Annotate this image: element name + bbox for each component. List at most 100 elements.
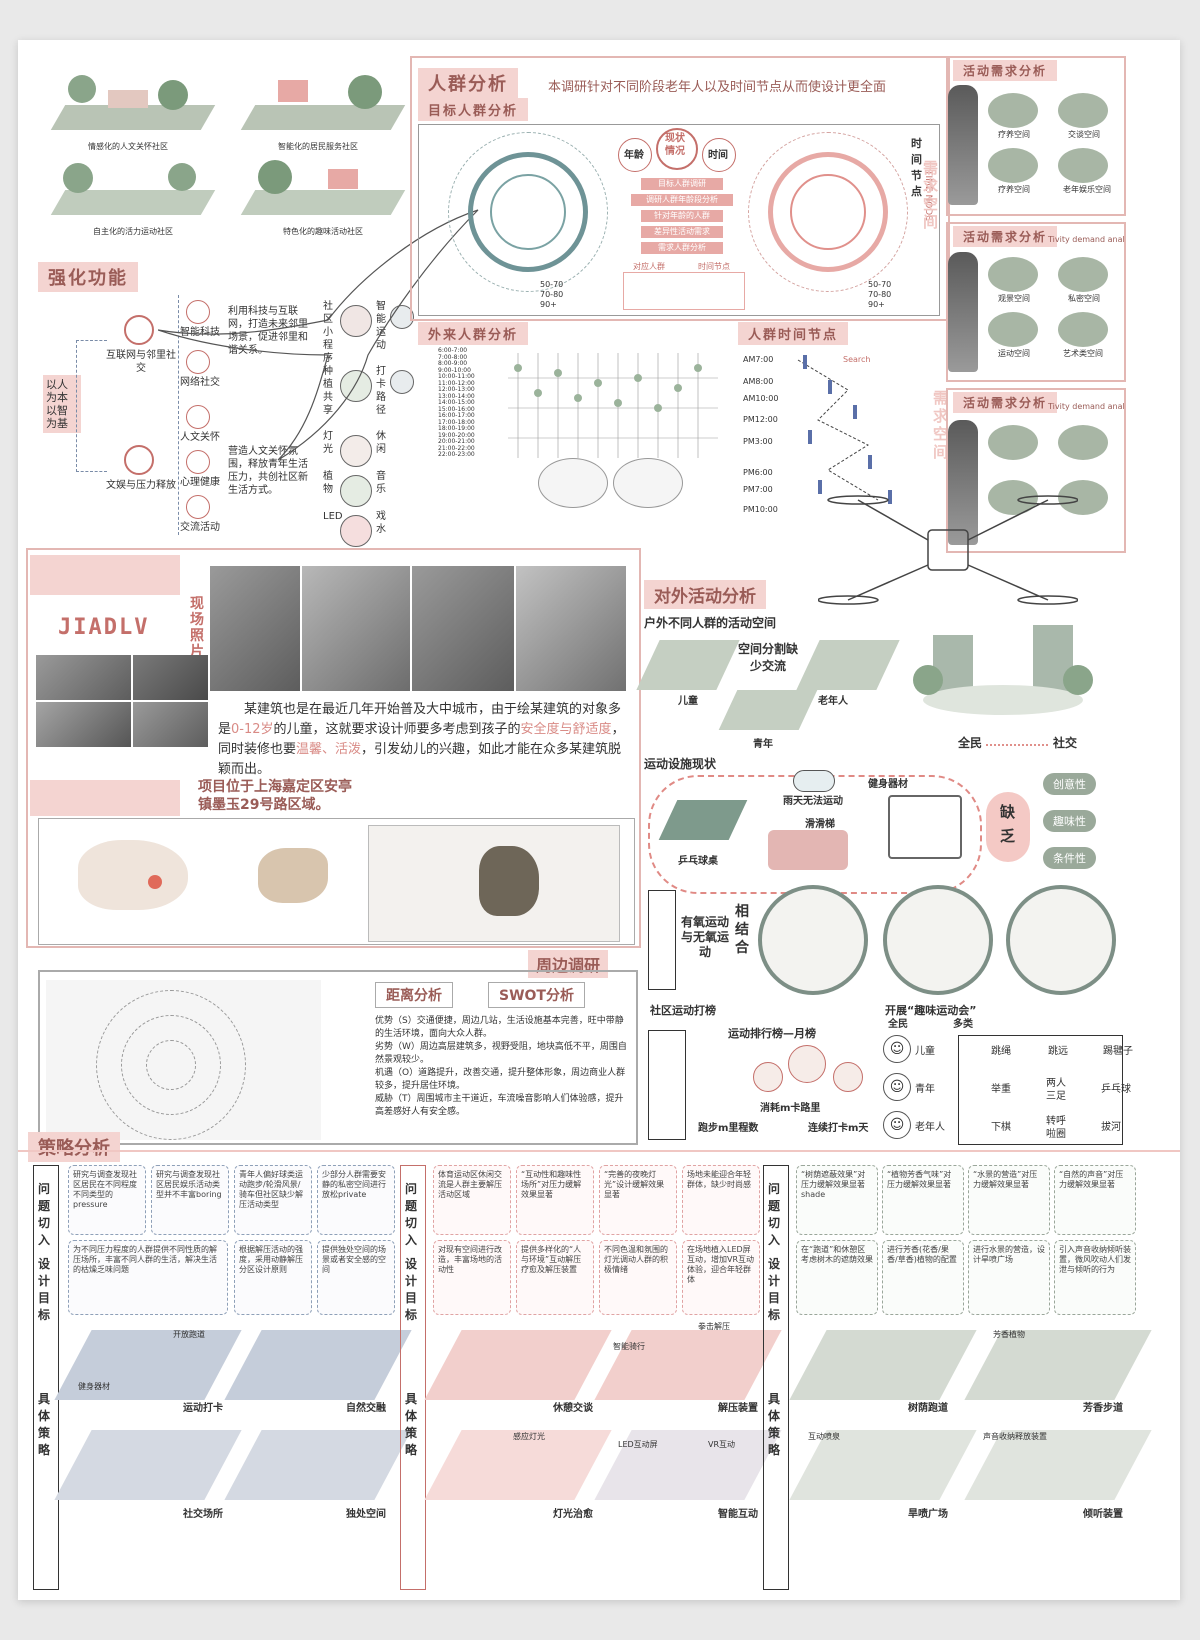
center-circle bbox=[656, 128, 698, 170]
fac-gym: 健身器材 bbox=[868, 779, 908, 790]
cloud-icon bbox=[793, 770, 835, 792]
col2-mid-4: 在场地植入LED屏互动，增加VR互动体验，迎合年轻群体 bbox=[682, 1240, 760, 1315]
aerobic-label: 有氧运动与无氧运动 bbox=[680, 915, 729, 959]
col2-mid-2: 提供多样化的“人与环境”互动解压疗愈及解压装置 bbox=[516, 1240, 594, 1315]
site-photo-2 bbox=[302, 566, 410, 691]
heart-icon bbox=[186, 450, 210, 474]
strengthen-title: 强化功能 bbox=[38, 262, 138, 292]
target-subtitle: 本调研针对不同阶段老年人以及时间节点从而使设计更全面 bbox=[548, 80, 887, 95]
activity-en-2: Tivity demand anal bbox=[1048, 235, 1125, 244]
person-1 bbox=[948, 85, 978, 205]
branch2-label: 文娱与压力释放 bbox=[106, 480, 176, 491]
lack-pill-1: 创意性 bbox=[1043, 773, 1096, 795]
site-photo-1 bbox=[210, 566, 300, 691]
network-social-icon bbox=[186, 350, 210, 374]
time-node-en: TIME NODE bbox=[923, 170, 933, 221]
lack-circle bbox=[986, 792, 1030, 862]
smile-icon bbox=[124, 445, 154, 475]
timeline-path bbox=[797, 355, 892, 504]
activity-panel-3 bbox=[946, 388, 1126, 553]
outdoor-sub: 户外不同人群的活动空间 bbox=[644, 616, 777, 630]
fac-slide: 滑滑梯 bbox=[805, 819, 835, 830]
target-sub3: 人群时间节点 bbox=[738, 322, 849, 345]
site-photo-6 bbox=[133, 655, 208, 700]
outdoor-title: 对外活动分析 bbox=[644, 580, 766, 609]
col1-mid-3: 提供独处空间的场景或者安全感的空间 bbox=[317, 1240, 395, 1315]
strategy-col2-frame bbox=[400, 1165, 426, 1590]
distance-map bbox=[46, 980, 321, 1140]
fun-many: 多类 bbox=[953, 1019, 973, 1030]
col3-tag-1: 芳香植物 bbox=[993, 1330, 1025, 1339]
search-label: Search bbox=[843, 355, 871, 364]
foot2: 时间节点 bbox=[698, 262, 730, 271]
col3-mid-4: 引入声音收纳倾听装置，微风吹动人们发泄与倾听的行为 bbox=[1054, 1240, 1136, 1315]
col2-mid-1: 对现有空间进行改造，丰富场地的活动性 bbox=[433, 1240, 511, 1315]
activity-icon bbox=[186, 495, 210, 519]
community-scene-4 bbox=[238, 155, 408, 225]
activity-panel-2 bbox=[946, 222, 1126, 382]
demand-space-label-1: 需求空间 bbox=[921, 160, 939, 232]
fun-all: 全民 bbox=[888, 1019, 908, 1030]
community-label-4: 特色化的趣味活动社区 bbox=[283, 227, 363, 236]
strategy-col3-frame bbox=[763, 1165, 789, 1590]
community-label-1: 情感化的人文关怀社区 bbox=[88, 142, 168, 151]
community-scene-3 bbox=[48, 155, 218, 225]
fac-pingpong: 乒乓球桌 bbox=[678, 856, 718, 867]
yoga-circle bbox=[1006, 885, 1116, 995]
plant-circle bbox=[340, 370, 372, 402]
rank-label: 运动排行榜—月榜 bbox=[728, 1027, 816, 1040]
lack-pill-3: 条件性 bbox=[1043, 847, 1096, 869]
surround-panel bbox=[38, 970, 638, 1145]
elder-icon: ☺ bbox=[883, 1111, 911, 1139]
location-text: 项目位于上海嘉定区安亭镇墨玉29号路区域。 bbox=[198, 779, 352, 813]
col1-top-1: 研究与调查发现社区居民在不同程度不同类型的pressure bbox=[68, 1165, 146, 1235]
col1-bot-4: 独处空间 bbox=[346, 1509, 386, 1520]
community-label-3: 自主化的活力运动社区 bbox=[93, 227, 173, 236]
age-label: 年龄 bbox=[624, 150, 644, 161]
col1-tag-2: 开放跑道 bbox=[173, 1330, 205, 1339]
facility-label: 运动设施现状 bbox=[644, 757, 717, 771]
distance-label: 距离分析 bbox=[375, 982, 453, 1008]
person-2 bbox=[948, 252, 978, 372]
col2-mid-3: 不同色温和氛围的灯光调动人群的积极情绪 bbox=[599, 1240, 677, 1315]
activity-title-2: 活动需求分析 bbox=[953, 226, 1058, 247]
outdoor-all: 全民 bbox=[958, 736, 983, 750]
poster-sheet: 情感化的人文关怀社区 智能化的居民服务社区 自主化的活力运动社区 特色化的趣味活… bbox=[18, 40, 1180, 1600]
legend-right: 50-70 70-80 90+ bbox=[868, 280, 892, 309]
lack-pill-2: 趣味性 bbox=[1043, 810, 1096, 832]
time-circle bbox=[702, 138, 736, 172]
col2-v2: 设计目标 bbox=[405, 1257, 418, 1322]
center-label: 现状情况 bbox=[665, 133, 685, 157]
target-title: 人群分析 bbox=[418, 68, 518, 98]
col3-v3: 具体策略 bbox=[768, 1392, 781, 1457]
fac-rain: 雨天无法运动 bbox=[783, 796, 843, 807]
activity-panel-1 bbox=[946, 56, 1126, 216]
col2-top-4: 场地未能迎合年轻群体，缺少时尚感 bbox=[682, 1165, 760, 1235]
person-3 bbox=[948, 420, 978, 545]
shanghai-map bbox=[258, 848, 328, 903]
ring-left-mid bbox=[468, 152, 588, 272]
branch1-desc: 利用科技与互联网，打造未来邻里场景，促进邻里和谐关系。 bbox=[228, 306, 308, 356]
project-logo: JIADLV bbox=[58, 615, 150, 640]
col3-mid-1: 在“跑道”和休憩区考虑树木的遮荫效果 bbox=[796, 1240, 878, 1315]
child-icon: ☺ bbox=[883, 1035, 911, 1063]
ring-right-mid bbox=[768, 152, 888, 272]
fun-grid: ☺ 儿童 ☺ 青年 ☺ 老年人 跳绳 跳远 踢毽子 举重 两人三足 乒乓球 下棋… bbox=[883, 1035, 1133, 1145]
col2-scene-2 bbox=[594, 1330, 782, 1400]
site-photo-7 bbox=[36, 702, 131, 747]
project-panel bbox=[26, 548, 641, 948]
avatar-2 bbox=[788, 1045, 826, 1083]
strategy-title: 策略分析 bbox=[28, 1132, 120, 1162]
activity-title-1: 活动需求分析 bbox=[953, 60, 1058, 81]
col3-scene-1 bbox=[789, 1330, 977, 1400]
col2-bot-1: 休憩交谈 bbox=[553, 1403, 593, 1414]
community-label: 社区运动打榜 bbox=[650, 1004, 716, 1017]
ring-left-inner bbox=[490, 174, 566, 250]
outdoor-playground bbox=[636, 640, 740, 690]
youth-icon: ☺ bbox=[883, 1073, 911, 1101]
demand-space-label-2: 需求空间 bbox=[931, 390, 949, 462]
target-sub1: 目标人群分析 bbox=[418, 98, 529, 121]
legend-left: 50-70 70-80 90+ bbox=[540, 280, 564, 309]
col1-v3: 具体策略 bbox=[38, 1392, 51, 1457]
col3-top-1: “树荫遮蔽效果”对压力缓解效果显著shade bbox=[796, 1165, 878, 1235]
